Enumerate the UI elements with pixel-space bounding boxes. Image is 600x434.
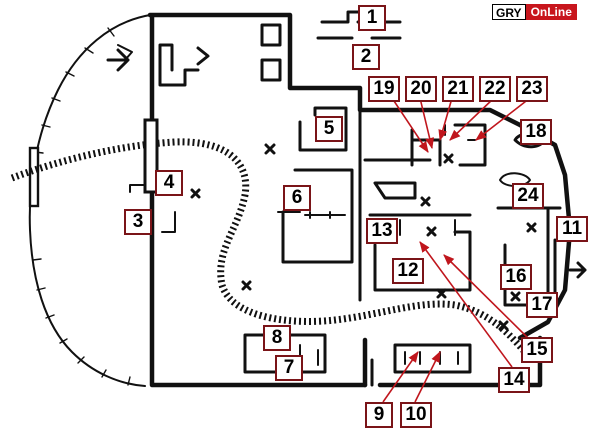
fence-posts (32, 27, 131, 386)
logo-gry: GRY (492, 4, 526, 20)
marker-5[interactable]: 5 (315, 116, 343, 142)
marker-12[interactable]: 12 (392, 258, 424, 284)
upper-blocks (158, 23, 282, 87)
gry-online-logo: GRY OnLine (492, 4, 577, 20)
marker-11[interactable]: 11 (556, 216, 588, 242)
marker-3[interactable]: 3 (124, 209, 152, 235)
marker-13[interactable]: 13 (366, 218, 398, 244)
marker-23[interactable]: 23 (516, 76, 548, 102)
marker-22[interactable]: 22 (479, 76, 511, 102)
marker-4[interactable]: 4 (155, 170, 183, 196)
marker-10[interactable]: 10 (400, 402, 432, 428)
outer-fence (28, 14, 151, 387)
marker-2[interactable]: 2 (352, 44, 380, 70)
marker-17[interactable]: 17 (526, 292, 558, 318)
marker-19[interactable]: 19 (368, 76, 400, 102)
marker-9[interactable]: 9 (365, 402, 393, 428)
marker-8[interactable]: 8 (263, 325, 291, 351)
marker-15[interactable]: 15 (521, 337, 553, 363)
marker-21[interactable]: 21 (442, 76, 474, 102)
pillar (143, 118, 159, 194)
logo-online: OnLine (525, 4, 577, 20)
marker-14[interactable]: 14 (498, 367, 530, 393)
marker-16[interactable]: 16 (500, 264, 532, 290)
marker-18[interactable]: 18 (520, 119, 552, 145)
trench-path (10, 138, 528, 355)
marker-24[interactable]: 24 (512, 183, 544, 209)
cross-marks (190, 143, 537, 331)
leader-arrows (382, 97, 531, 403)
marker-7[interactable]: 7 (275, 355, 303, 381)
left-gate (28, 146, 40, 208)
marker-1[interactable]: 1 (358, 5, 386, 31)
marker-20[interactable]: 20 (405, 76, 437, 102)
marker-6[interactable]: 6 (283, 185, 311, 211)
